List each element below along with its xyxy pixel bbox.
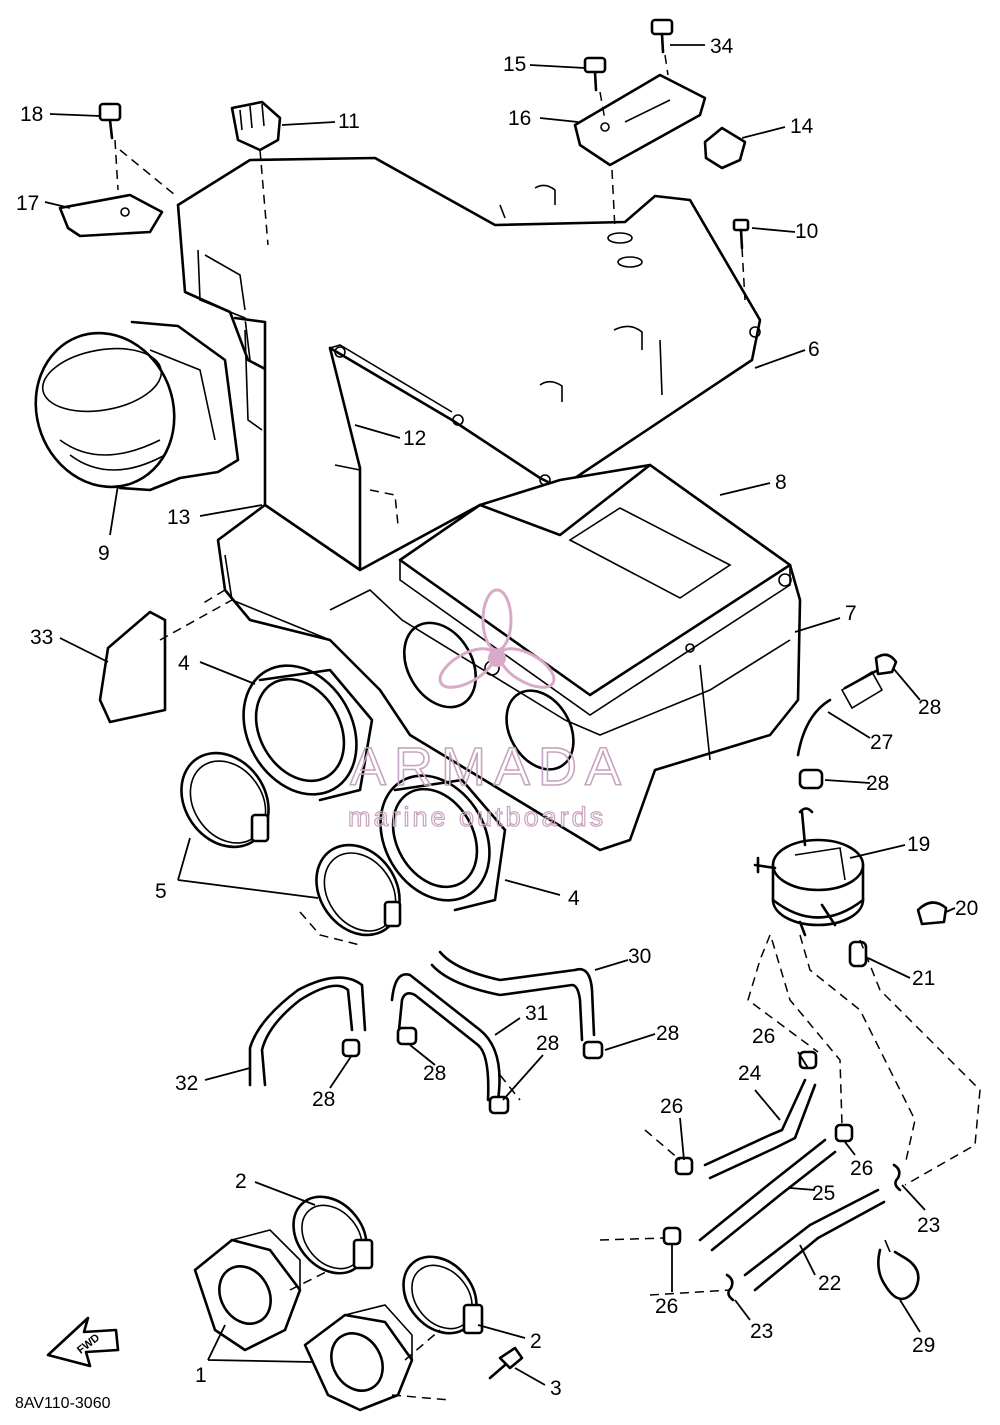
part-label: 13	[167, 506, 190, 529]
clamp-part-5-upper	[180, 751, 270, 849]
hose-part-30	[438, 950, 596, 1037]
part-number-labels: 1 2 2 3 4 4 5 6 7 8 9 10 11 12 13 14 15 …	[16, 35, 978, 1400]
part-label: 23	[750, 1320, 773, 1343]
hose-part-24	[703, 1078, 807, 1167]
screw-part-10	[732, 218, 750, 250]
nut-part-14	[703, 126, 747, 170]
hose-part-25	[698, 1138, 827, 1242]
part-label: 28	[918, 696, 941, 719]
part-label: 19	[907, 833, 930, 856]
part-label: 32	[175, 1072, 198, 1095]
clamp-part-28-e	[488, 1095, 510, 1115]
clip-part-26-b	[674, 1156, 694, 1176]
watermark: ARMADA marine outboards	[347, 588, 629, 833]
clamp-part-2-lower	[402, 1255, 484, 1335]
bolt-part-15	[583, 56, 607, 92]
bolt-part-18	[98, 102, 122, 140]
part-label: 4	[178, 652, 190, 675]
part-label: 17	[16, 192, 39, 215]
clip-part-23-b	[725, 1273, 735, 1302]
part-label: 26	[850, 1157, 873, 1180]
watermark-title: ARMADA	[350, 737, 629, 797]
part-label: 16	[508, 107, 531, 130]
clip-part-26-c	[834, 1123, 854, 1143]
part-label: 26	[660, 1095, 683, 1118]
clamp-part-28-d	[396, 1026, 418, 1046]
intake-duct-part-9	[34, 320, 240, 492]
joint-part-4-upper	[242, 664, 374, 802]
clamp-part-28-f	[582, 1040, 604, 1060]
watermark-flower-icon	[438, 588, 556, 689]
clamp-part-2-upper	[292, 1195, 374, 1275]
part-label: 9	[98, 542, 110, 565]
clip-part-11	[230, 100, 282, 152]
diagram-code: 8AV110-3060	[15, 1395, 111, 1412]
part-label: 20	[955, 897, 978, 920]
part-label: 33	[30, 626, 53, 649]
part-label: 11	[338, 110, 360, 133]
part-label: 23	[917, 1214, 940, 1237]
part-label: 12	[403, 427, 426, 450]
joint-part-4-lower	[379, 774, 507, 912]
carburetor-joint-part-1-upper	[193, 1229, 302, 1352]
part-label: 21	[912, 967, 935, 990]
part-label: 2	[530, 1330, 542, 1353]
part-label: 3	[550, 1377, 562, 1400]
part-label: 28	[656, 1022, 679, 1045]
screw-part-3	[488, 1346, 524, 1380]
leader-lines	[44, 44, 956, 1386]
part-label: 22	[818, 1272, 841, 1295]
part-label: 24	[738, 1062, 762, 1085]
front-arrow-icon: FWD	[46, 1316, 120, 1368]
part-label: 27	[870, 731, 893, 754]
bolt-part-34	[650, 18, 674, 54]
part-label: 28	[423, 1062, 446, 1085]
part-label: 28	[536, 1032, 559, 1055]
part-label: 5	[155, 880, 167, 903]
hose-part-30-inner	[430, 963, 584, 1042]
watermark-subtitle: marine outboards	[348, 802, 606, 832]
part-label: 7	[845, 602, 857, 625]
clamp-part-28-a	[874, 653, 898, 676]
clamp-part-5-lower	[315, 843, 402, 937]
fuel-pump-part-19	[753, 807, 865, 937]
clip-part-29	[877, 1248, 920, 1301]
cap-part-20	[916, 901, 948, 926]
plate-part-33	[98, 610, 167, 724]
clip-part-26-d	[662, 1226, 682, 1246]
bracket-part-16	[573, 73, 707, 167]
part-label: 8	[775, 471, 787, 494]
bracket-part-17	[58, 193, 164, 238]
part-label: 29	[912, 1334, 935, 1357]
part-label: 14	[790, 115, 814, 138]
part-label: 18	[20, 103, 43, 126]
hose-part-32	[260, 984, 354, 1087]
part-label: 25	[812, 1182, 835, 1205]
clip-part-23-a	[892, 1163, 902, 1192]
part-label: 26	[752, 1025, 775, 1048]
cap-part-21	[848, 940, 868, 968]
clamp-part-28-c	[341, 1038, 361, 1058]
part-label: 10	[795, 220, 818, 243]
part-label: 15	[503, 53, 526, 76]
carburetor-joint-part-1-lower	[303, 1304, 414, 1412]
part-label: 2	[235, 1170, 247, 1193]
part-label: 30	[628, 945, 651, 968]
part-label: 28	[312, 1088, 335, 1111]
hose-part-27	[796, 668, 880, 757]
part-label: 4	[568, 887, 580, 910]
part-label: 6	[808, 338, 820, 361]
clamp-part-28-b	[798, 768, 824, 790]
part-label: 28	[866, 772, 889, 795]
hose-part-31	[390, 973, 501, 1102]
part-label: 34	[710, 35, 734, 58]
part-label: 1	[195, 1364, 207, 1387]
part-label: 31	[525, 1002, 548, 1025]
part-label: 26	[655, 1295, 678, 1318]
air-filter-element-part-8	[398, 463, 792, 716]
hose-part-22	[743, 1188, 880, 1277]
